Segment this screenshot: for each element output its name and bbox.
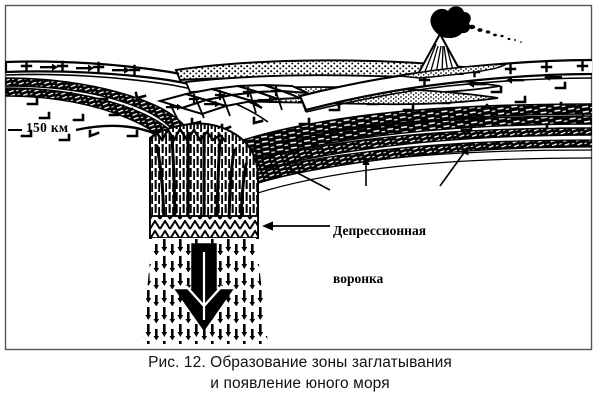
depression-funnel-label-line1: Депрессионная <box>333 223 427 238</box>
left-crust-flow-arrows <box>40 63 130 74</box>
figure-caption-line2: и появление юного моря <box>210 375 390 392</box>
funnel-label-arrowheads <box>362 146 469 165</box>
figure-caption: Рис. 12. Образование зоны заглатывания и… <box>0 352 600 394</box>
subduction-slab-bands <box>200 103 592 195</box>
depth-leader-line <box>75 124 157 136</box>
right-crust-base-line <box>305 77 592 113</box>
depth-leader <box>8 124 157 136</box>
diagram-content <box>5 6 592 344</box>
downwelling-column <box>142 238 268 344</box>
depression-funnel-label-line2: воронка <box>333 271 384 286</box>
main-downflow-arrow-notch <box>185 285 223 308</box>
funnel-rim-crenulation <box>149 126 227 143</box>
slab-guide-curves <box>219 149 592 205</box>
depression-funnel <box>149 122 259 239</box>
crust-block-plus-symbols <box>188 85 282 105</box>
volcanic-apron <box>399 63 508 79</box>
depression-funnel-label: Депрессионная воронка <box>333 191 426 319</box>
depth-label: 150 км <box>26 120 69 135</box>
volcano-ash-cloud <box>430 6 471 39</box>
figure-frame <box>4 4 593 351</box>
funnel-left-limb <box>5 77 202 164</box>
volcano-ash-plume <box>468 24 522 43</box>
funnel-band-pointer <box>262 221 330 231</box>
left-crust-base-line <box>5 73 269 123</box>
figure-caption-line1: Рис. 12. Образование зоны заглатывания <box>148 354 452 371</box>
left-crust-plus-symbols <box>20 60 141 76</box>
funnel-chevron-band <box>149 215 259 239</box>
volcano <box>416 6 522 75</box>
